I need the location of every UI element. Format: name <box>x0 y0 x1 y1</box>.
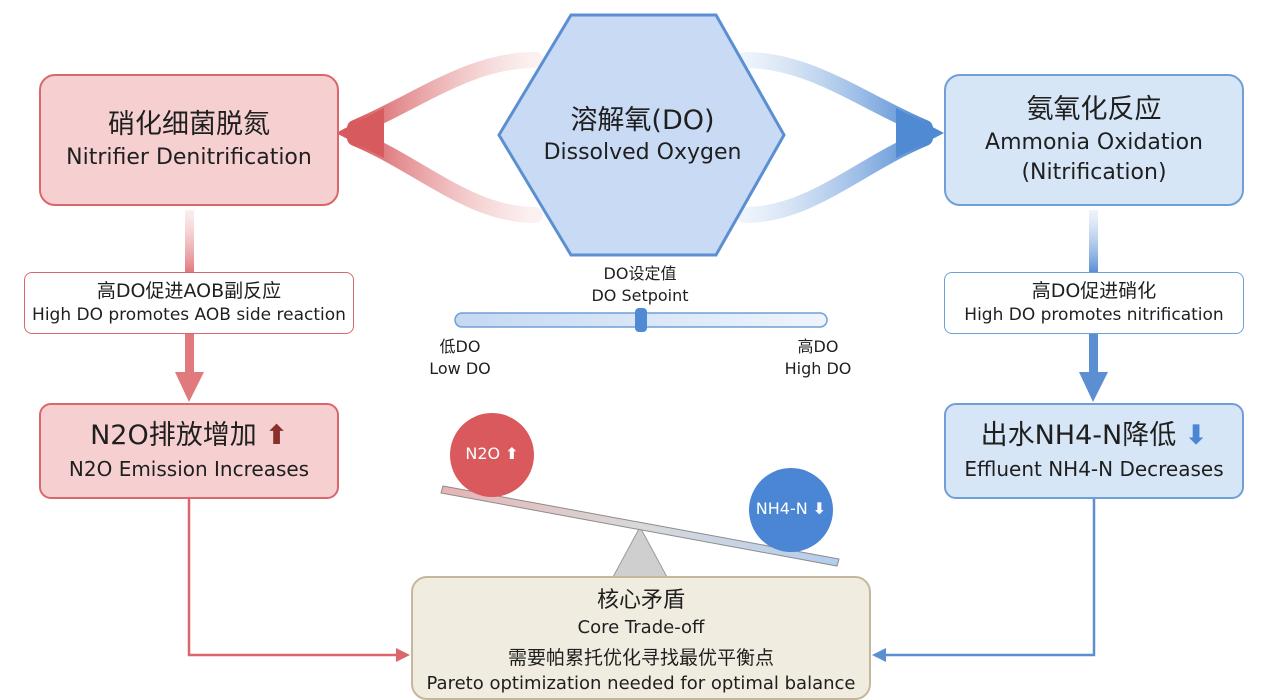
arrowhead-left <box>336 108 384 158</box>
arrowhead-left-core <box>396 648 410 662</box>
arrowhead-right-core <box>872 648 886 662</box>
up-arrow-icon: ⬆ <box>265 420 288 451</box>
do-title-en: Dissolved Oxygen <box>543 140 742 165</box>
n2o-emission-cn: N2O排放增加 <box>90 420 257 451</box>
do-setpoint-label: DO设定值 DO Setpoint <box>560 263 720 307</box>
high-do-cn: 高DO <box>797 337 839 356</box>
nh4-ball-text: NH4-N <box>755 499 808 518</box>
core-desc-cn: 需要帕累托优化寻找最优平衡点 <box>507 647 774 669</box>
n2o-ball-label: N2O ⬆ <box>452 443 532 465</box>
nh4-ball-label: NH4-N ⬇ <box>742 498 840 520</box>
nitrification-note-cn: 高DO促进硝化 <box>1031 280 1157 302</box>
nh4-decrease-cn-line: 出水NH4-N降低 ⬇ <box>981 418 1208 454</box>
arrowhead-right-down <box>1079 372 1108 402</box>
line-right-to-core <box>885 498 1096 657</box>
n2o-up-arrow-icon: ⬆ <box>505 444 519 463</box>
ammonia-oxidation-en1: Ammonia Oxidation <box>985 130 1203 155</box>
connector-right-1 <box>1089 210 1098 272</box>
nh4-decrease-en: Effluent NH4-N Decreases <box>964 457 1224 481</box>
n2o-emission-box: N2O排放增加 ⬆ N2O Emission Increases <box>39 403 339 499</box>
nh4-ball <box>749 468 833 552</box>
line-left-to-core <box>187 498 397 657</box>
nitrifier-denitrification-en: Nitrifier Denitrification <box>66 145 312 170</box>
nitrifier-denitrification-cn: 硝化细菌脱氮 <box>108 109 270 140</box>
do-title-cn: 溶解氧(DO) <box>570 105 715 136</box>
seesaw-fulcrum <box>612 525 668 578</box>
core-tradeoff-box: 核心矛盾 Core Trade-off 需要帕累托优化寻找最优平衡点 Paret… <box>411 576 871 700</box>
n2o-emission-en: N2O Emission Increases <box>68 457 310 481</box>
n2o-ball <box>450 413 534 497</box>
nitrification-note: 高DO促进硝化 High DO promotes nitrification <box>944 272 1244 334</box>
do-title: 溶解氧(DO) Dissolved Oxygen <box>520 103 765 167</box>
nitrifier-denitrification-box: 硝化细菌脱氮 Nitrifier Denitrification <box>39 74 339 206</box>
low-do-en: Low DO <box>429 359 491 378</box>
ammonia-oxidation-en2: (Nitrification) <box>1021 160 1167 185</box>
n2o-ball-text: N2O <box>465 444 501 463</box>
ammonia-oxidation-cn: 氨氧化反应 <box>1026 94 1162 125</box>
core-cn: 核心矛盾 <box>596 588 685 613</box>
aob-side-reaction-note: 高DO促进AOB副反应 High DO promotes AOB side re… <box>24 272 354 334</box>
aob-note-en: High DO promotes AOB side reaction <box>32 305 346 325</box>
core-desc-en: Pareto optimization needed for optimal b… <box>426 673 856 694</box>
down-arrow-icon: ⬇ <box>1184 420 1208 451</box>
do-slider-thumb[interactable] <box>635 308 647 332</box>
aob-note-cn: 高DO促进AOB副反应 <box>96 280 282 302</box>
low-do-cn: 低DO <box>439 337 481 356</box>
do-setpoint-en: DO Setpoint <box>591 286 689 305</box>
low-do-label: 低DO Low DO <box>410 336 510 380</box>
do-setpoint-cn: DO设定值 <box>603 264 677 283</box>
nh4-decrease-cn: 出水NH4-N降低 <box>980 420 1177 451</box>
n2o-emission-cn-line: N2O排放增加 ⬆ <box>90 418 288 454</box>
nitrification-note-en: High DO promotes nitrification <box>964 305 1224 325</box>
nh4-down-arrow-icon: ⬇ <box>812 499 827 518</box>
do-hexagon <box>497 13 786 257</box>
high-do-label: 高DO High DO <box>768 336 868 380</box>
arrowhead-right <box>896 108 944 158</box>
connector-left-1 <box>185 210 194 272</box>
connector-right-2 <box>1089 333 1098 373</box>
arrowhead-left-down <box>175 372 204 402</box>
high-do-en: High DO <box>784 359 852 378</box>
nh4-decrease-box: 出水NH4-N降低 ⬇ Effluent NH4-N Decreases <box>944 403 1244 499</box>
core-en: Core Trade-off <box>577 617 705 638</box>
seesaw-beam <box>440 485 840 567</box>
ammonia-oxidation-box: 氨氧化反应 Ammonia Oxidation (Nitrification) <box>944 74 1244 206</box>
connector-left-2 <box>185 333 194 373</box>
